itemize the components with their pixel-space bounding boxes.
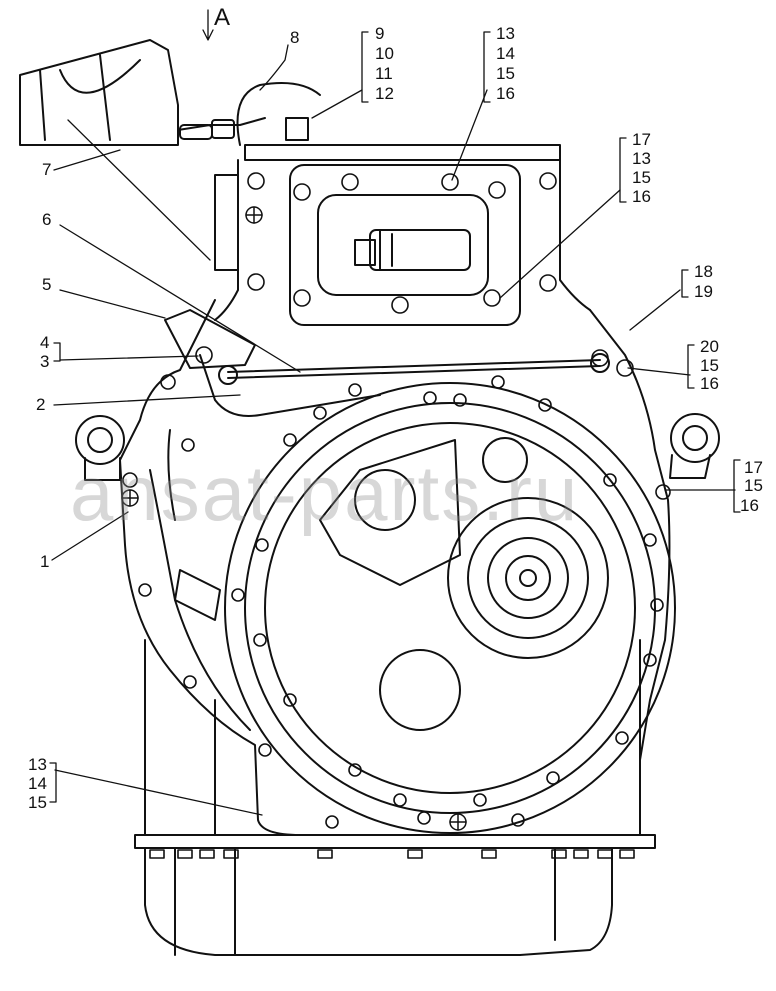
callout-9: 9 xyxy=(375,24,385,43)
callout-13-bottom: 13 xyxy=(28,755,47,774)
callout-16-right: 16 xyxy=(740,496,759,515)
view-a-label: A xyxy=(214,4,231,31)
callout-14-bottom: 14 xyxy=(28,774,47,793)
callout-14-top: 14 xyxy=(496,44,515,63)
sensor xyxy=(354,229,471,271)
callout-15-top: 15 xyxy=(496,64,515,83)
callout-7: 7 xyxy=(42,160,52,179)
callout-1: 1 xyxy=(40,552,50,571)
watermark: ansat-parts.ru xyxy=(70,449,580,537)
callout-16-top: 16 xyxy=(496,84,515,103)
callout-10: 10 xyxy=(375,44,394,63)
callout-8: 8 xyxy=(290,28,300,47)
callout-13-upper: 13 xyxy=(632,149,651,168)
oil-pan xyxy=(134,639,656,956)
callout-15-upper: 15 xyxy=(632,168,651,187)
callout-6: 6 xyxy=(42,210,52,229)
pipe-8 xyxy=(177,82,321,146)
flywheel-housing xyxy=(119,299,671,836)
callout-16-upper: 16 xyxy=(632,187,651,206)
callout-13-top: 13 xyxy=(496,24,515,43)
tube-2 xyxy=(164,309,610,417)
callout-12: 12 xyxy=(375,84,394,103)
right-lifting-eye xyxy=(669,413,720,479)
top-cover xyxy=(214,144,591,326)
callout-15-mid: 15 xyxy=(700,356,719,375)
flywheel-bolts xyxy=(122,374,671,829)
callout-3: 3 xyxy=(40,352,50,371)
callout-16-mid: 16 xyxy=(700,374,719,393)
leader-lines xyxy=(51,9,736,816)
oil-pan-bolts xyxy=(149,849,635,859)
callout-20: 20 xyxy=(700,337,719,356)
left-lifting-eye xyxy=(75,415,125,481)
callout-2: 2 xyxy=(36,395,46,414)
callout-15-bottom: 15 xyxy=(28,793,47,812)
callout-18: 18 xyxy=(694,262,713,281)
callout-17-upper: 17 xyxy=(632,130,651,149)
cover-bolts xyxy=(195,172,634,377)
callout-4: 4 xyxy=(40,333,50,352)
callout-brackets xyxy=(49,31,741,803)
callout-15-right: 15 xyxy=(744,476,763,495)
callout-19: 19 xyxy=(694,282,713,301)
flywheel xyxy=(174,382,676,834)
callout-11: 11 xyxy=(375,64,393,83)
target-marks xyxy=(121,206,467,831)
callout-5: 5 xyxy=(42,275,52,294)
callout-17-right: 17 xyxy=(744,458,763,477)
bracket-7 xyxy=(19,39,179,146)
